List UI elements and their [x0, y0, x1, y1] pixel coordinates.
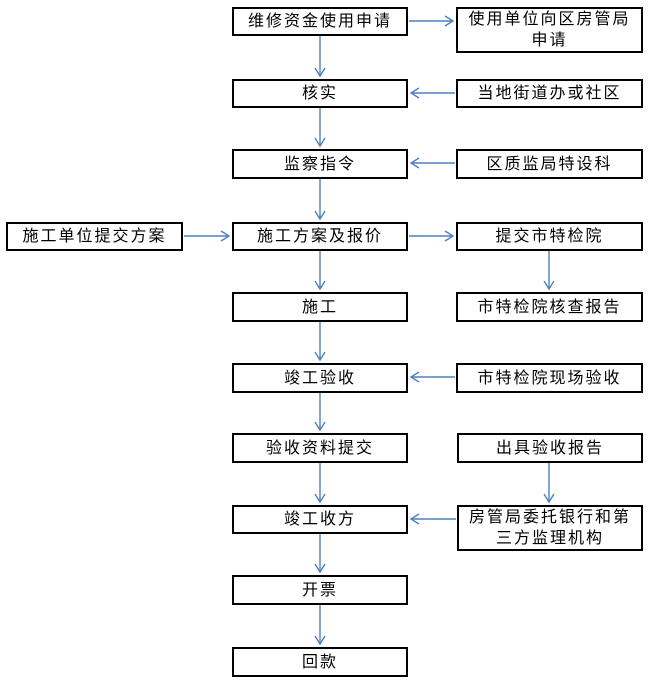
node-submit-city-inspection: 提交市特检院 — [456, 222, 643, 251]
node-construction-plan-quote: 施工方案及报价 — [232, 222, 408, 251]
node-contractor-submit-plan: 施工单位提交方案 — [6, 222, 183, 251]
node-supervision-order: 监察指令 — [232, 149, 408, 179]
node-issue-acceptance-report: 出具验收报告 — [457, 433, 643, 463]
node-housing-bureau-bank-supervisor: 房管局委托银行和第 三方监理机构 — [457, 505, 643, 551]
node-completion-acceptance: 竣工验收 — [232, 363, 408, 393]
node-invoicing: 开票 — [232, 575, 408, 605]
node-payment-collection: 回款 — [232, 647, 408, 677]
node-fund-application: 维修资金使用申请 — [232, 7, 408, 36]
node-verify: 核实 — [232, 79, 408, 108]
node-city-inspection-report: 市特检院核查报告 — [456, 292, 643, 322]
node-acceptance-materials-submit: 验收资料提交 — [232, 433, 408, 463]
node-local-street-community: 当地街道办或社区 — [456, 79, 643, 108]
node-district-quality-bureau: 区质监局特设科 — [456, 149, 643, 179]
node-unit-apply-district: 使用单位向区房管局 申请 — [456, 7, 643, 53]
node-completion-measurement: 竣工收方 — [232, 505, 408, 534]
node-city-inspection-site-acceptance: 市特检院现场验收 — [456, 363, 643, 393]
node-construction: 施工 — [232, 292, 408, 322]
